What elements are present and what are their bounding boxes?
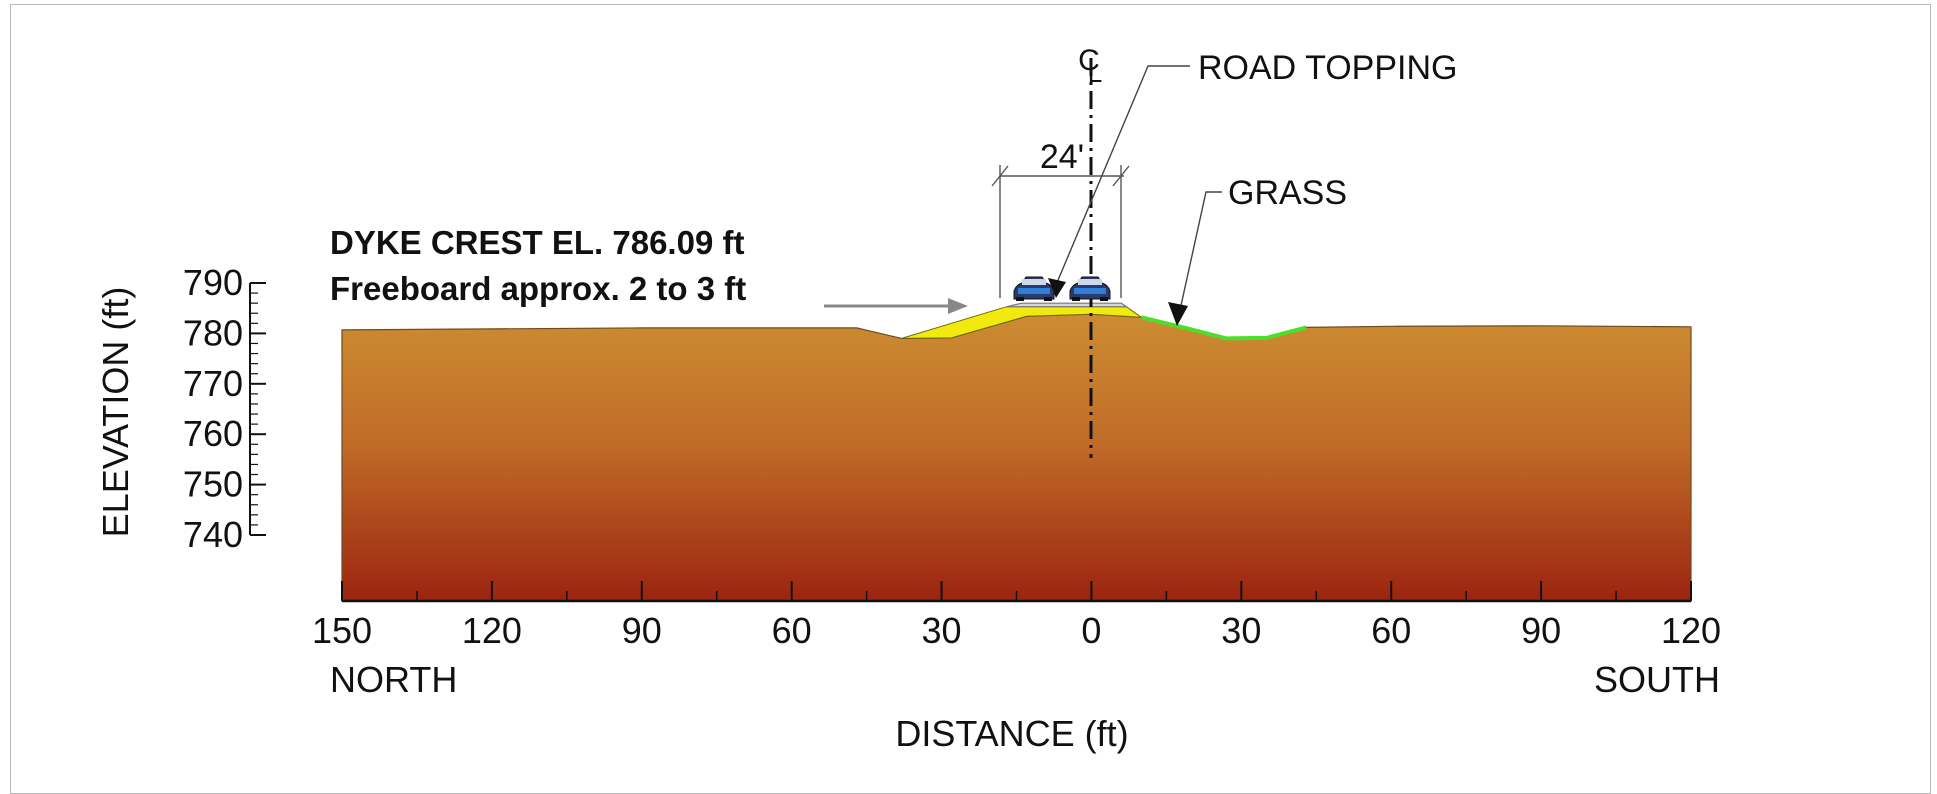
x-tick-label: 30 — [1221, 610, 1261, 651]
y-tick-label: 780 — [183, 312, 243, 353]
centerline-label: C — [1078, 44, 1100, 77]
direction-south: SOUTH — [1594, 659, 1720, 700]
x-tick-label: 120 — [462, 610, 522, 651]
y-tick-label: 770 — [183, 363, 243, 404]
freeboard-label: Freeboard approx. 2 to 3 ft — [330, 270, 746, 307]
vehicle-icon — [1069, 276, 1111, 301]
grass-line — [1140, 315, 1307, 341]
x-tick-label: 60 — [772, 610, 812, 651]
y-tick-label: 740 — [183, 514, 243, 555]
road-topping-layer — [1006, 302, 1129, 308]
grass-label: GRASS — [1228, 174, 1347, 212]
direction-north: NORTH — [330, 659, 457, 700]
vehicle-icon — [1013, 276, 1055, 301]
grass-arrowhead — [1168, 302, 1188, 326]
road-topping-arrowhead — [1048, 278, 1066, 298]
y-axis-title: ELEVATION (ft) — [95, 287, 136, 538]
y-axis-ticks: 790 780 770 760 750 740 — [183, 262, 266, 555]
centerline-symbol: C L — [1078, 44, 1102, 88]
crest-pointer-arrowhead — [948, 298, 968, 314]
x-tick-label: 0 — [1081, 610, 1101, 651]
grass-leader — [1179, 191, 1222, 311]
width-dimension-label: 24' — [1040, 138, 1084, 176]
x-axis-ticks: 150 120 90 60 30 0 30 60 90 120 — [312, 581, 1721, 651]
dyke-cross-section-chart: 150 120 90 60 30 0 30 60 90 120 790 780 770 760 750 74… — [95, 44, 1721, 754]
y-tick-label: 750 — [183, 464, 243, 505]
width-dimension — [991, 165, 1130, 298]
x-tick-label: 30 — [922, 610, 962, 651]
y-tick-label: 790 — [183, 262, 243, 303]
y-tick-label: 760 — [183, 413, 243, 454]
x-tick-label: 90 — [1521, 610, 1561, 651]
x-axis-title: DISTANCE (ft) — [895, 713, 1128, 754]
road-topping-label: ROAD TOPPING — [1198, 49, 1457, 87]
ground-profile-area — [341, 313, 1692, 602]
x-tick-label: 120 — [1661, 610, 1721, 651]
road-topping-leader — [1055, 65, 1190, 286]
x-tick-label: 150 — [312, 610, 372, 651]
crest-elevation-label: DYKE CREST EL. 786.09 ft — [330, 224, 744, 261]
x-tick-label: 60 — [1371, 610, 1411, 651]
svg-text:L: L — [1088, 58, 1102, 88]
x-tick-label: 90 — [622, 610, 662, 651]
